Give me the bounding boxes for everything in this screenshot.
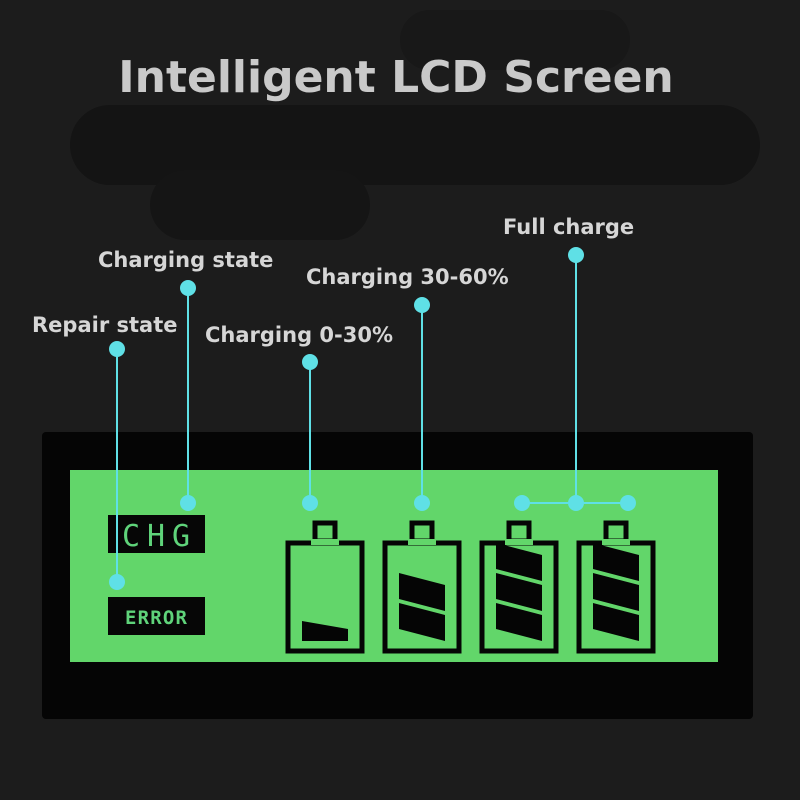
battery-level-segment bbox=[593, 603, 639, 641]
charging-0-30-dot bbox=[302, 354, 318, 370]
charging-state-end-dot bbox=[180, 495, 196, 511]
label-charging-30-60: Charging 30-60% bbox=[306, 265, 509, 289]
page-title: Intelligent LCD Screen bbox=[118, 52, 673, 103]
battery-level-segment bbox=[593, 543, 639, 581]
battery-icon bbox=[382, 520, 462, 654]
terminal-gap bbox=[602, 539, 630, 545]
charging-30-60-dot bbox=[414, 297, 430, 313]
chg-indicator: CHG bbox=[108, 515, 205, 554]
battery-level-segment bbox=[302, 621, 348, 641]
label-charging-0-30: Charging 0-30% bbox=[205, 323, 393, 347]
label-repair-state: Repair state bbox=[32, 313, 177, 337]
battery-level-segment bbox=[496, 543, 542, 581]
battery-level-segment bbox=[496, 603, 542, 641]
charging-state-dot bbox=[180, 280, 196, 296]
label-charging-state: Charging state bbox=[98, 248, 273, 272]
terminal-gap bbox=[505, 539, 533, 545]
full-charge-end-dot-3 bbox=[620, 495, 636, 511]
battery-icon bbox=[479, 520, 559, 654]
battery-level-segment bbox=[399, 573, 445, 611]
terminal-gap bbox=[311, 539, 339, 545]
chg-text: CHG bbox=[122, 519, 190, 554]
terminal-gap bbox=[408, 539, 436, 545]
repair-dot bbox=[109, 341, 125, 357]
label-full-charge: Full charge bbox=[503, 215, 634, 239]
battery-icon bbox=[285, 520, 365, 654]
battery-level-segment bbox=[496, 573, 542, 611]
battery-level-segment bbox=[593, 573, 639, 611]
battery-icons bbox=[285, 520, 656, 654]
battery-icon bbox=[576, 520, 656, 654]
error-text: ERROR bbox=[125, 607, 188, 629]
full-charge-end-dot-2 bbox=[568, 495, 584, 511]
repair-end-dot bbox=[109, 574, 125, 590]
full-charge-end-dot-1 bbox=[514, 495, 530, 511]
background-shapes bbox=[70, 10, 760, 240]
charging-30-60-end-dot bbox=[414, 495, 430, 511]
callouts bbox=[109, 247, 636, 590]
full-charge-dot bbox=[568, 247, 584, 263]
lcd-bezel bbox=[42, 432, 753, 719]
error-indicator: ERROR bbox=[108, 597, 205, 635]
battery-level-segment bbox=[399, 603, 445, 641]
charging-0-30-end-dot bbox=[302, 495, 318, 511]
